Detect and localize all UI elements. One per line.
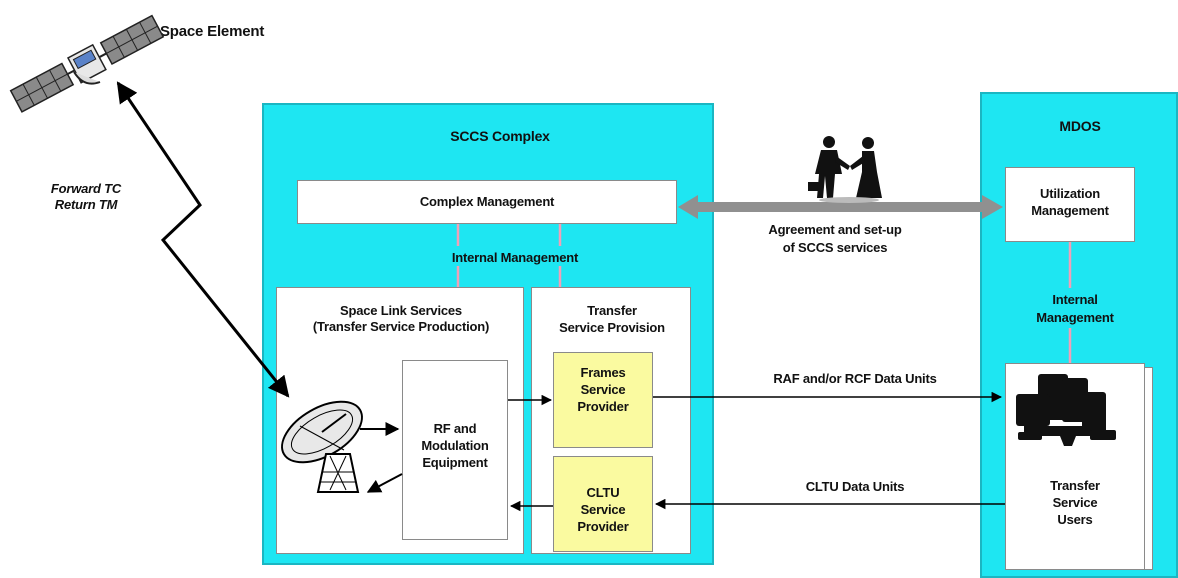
rf-label-1: RF and xyxy=(433,421,477,436)
utilization-label-1: Utilization xyxy=(1040,186,1100,201)
cltu-service-provider-box: CLTU Service Provider xyxy=(553,456,653,552)
users-label-3: Users xyxy=(1057,512,1093,527)
mdos-internal-label-2: Management xyxy=(1036,310,1114,325)
rf-label-2: Modulation xyxy=(421,438,489,453)
mdos-internal-label-1: Internal xyxy=(1052,292,1098,307)
satellite-icon xyxy=(9,14,165,113)
utilization-label-2: Management xyxy=(1031,203,1109,218)
link-label-1: Forward TC xyxy=(50,181,122,196)
space-link-label-2: (Transfer Service Production) xyxy=(312,319,490,334)
rf-label-3: Equipment xyxy=(422,455,488,470)
radio-link-icon xyxy=(116,81,290,398)
internal-management-connectors xyxy=(456,224,562,287)
users-label-2: Service xyxy=(1052,495,1098,510)
transfer-provision-label-2: Service Provision xyxy=(559,320,665,335)
frames-label-1: Frames xyxy=(580,365,626,380)
users-label-1: Transfer xyxy=(1050,478,1100,493)
cltu-label-1: CLTU xyxy=(586,485,620,500)
agreement-label-2: of SCCS services xyxy=(782,240,888,255)
transfer-provision-label-1: Transfer xyxy=(587,303,637,318)
frames-label-2: Service xyxy=(580,382,626,397)
sccs-title: SCCS Complex xyxy=(450,128,550,144)
cltu-data-units-label: CLTU Data Units xyxy=(805,479,905,494)
rf-modulation-box: RF and Modulation Equipment xyxy=(402,360,508,540)
mdos-title: MDOS xyxy=(1059,118,1101,134)
rf-to-antenna-arrow xyxy=(366,473,403,493)
handshake-icon xyxy=(808,136,882,203)
computers-icon xyxy=(1016,374,1116,446)
frames-label-3: Provider xyxy=(577,399,629,414)
cltu-label-3: Provider xyxy=(577,519,629,534)
complex-management-box: Complex Management xyxy=(297,180,677,224)
agreement-label-1: Agreement and set-up xyxy=(768,222,902,237)
agreement-double-arrow xyxy=(678,195,1003,219)
antenna-icon xyxy=(281,400,363,493)
link-label-2: Return TM xyxy=(54,197,118,212)
utilization-management-box: Utilization Management xyxy=(1005,167,1135,242)
space-element-label: Space Element xyxy=(160,23,265,40)
frames-service-provider-box: Frames Service Provider xyxy=(553,352,653,448)
internal-management-label: Internal Management xyxy=(451,250,579,265)
complex-management-label: Complex Management xyxy=(419,194,555,209)
space-link-label-1: Space Link Services xyxy=(340,303,462,318)
cltu-label-2: Service xyxy=(580,502,626,517)
raf-rcf-data-units-label: RAF and/or RCF Data Units xyxy=(773,371,937,386)
